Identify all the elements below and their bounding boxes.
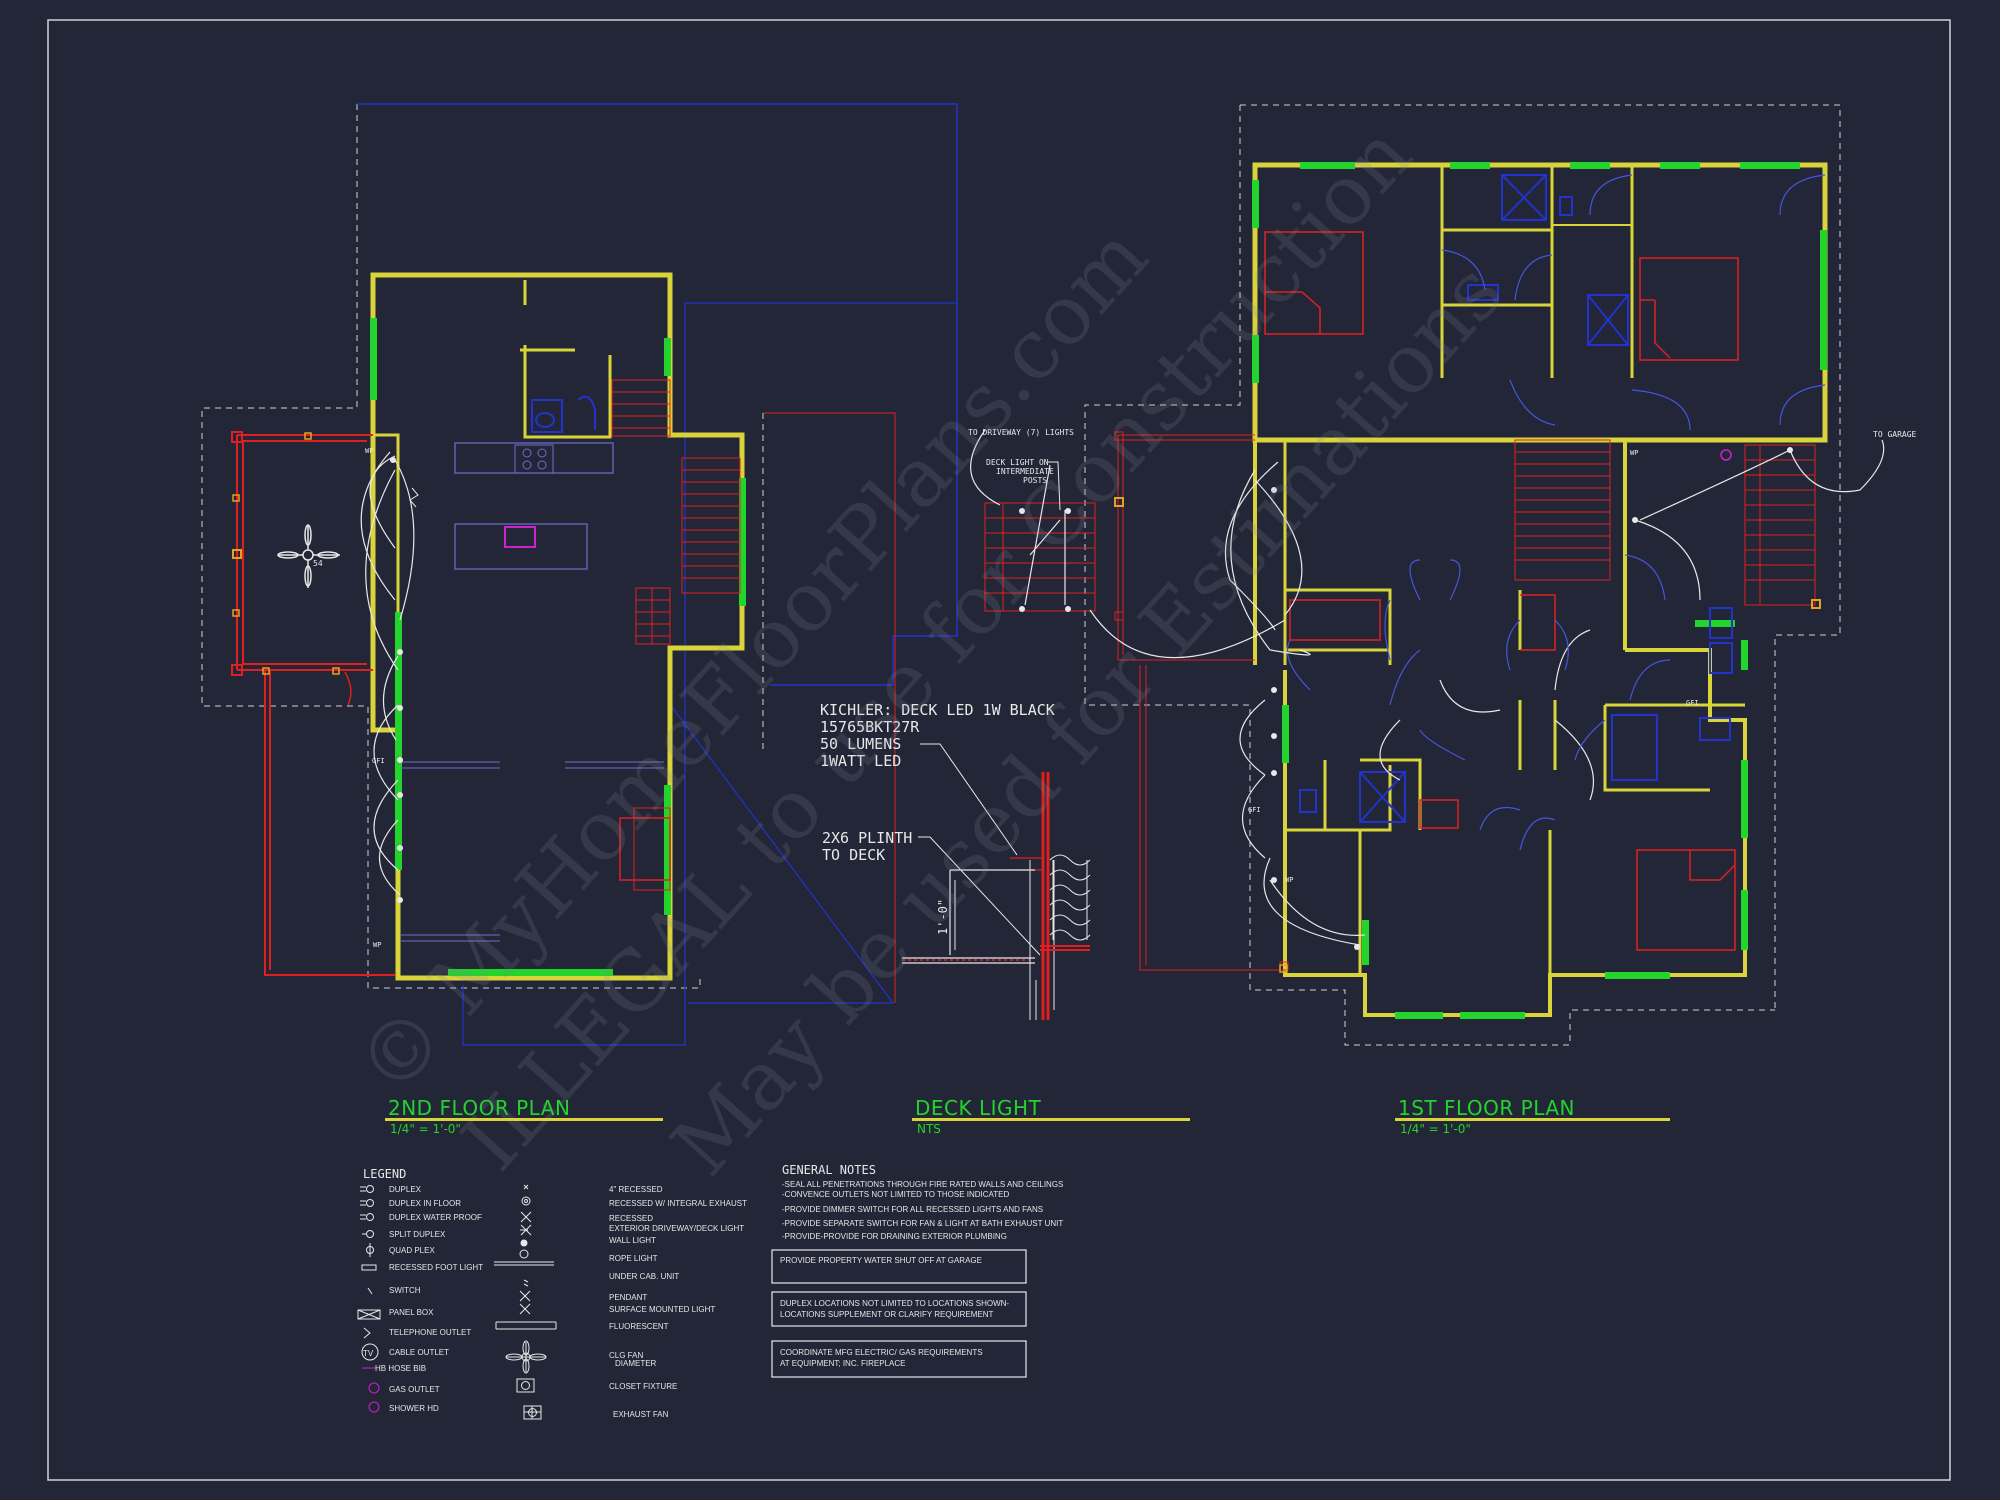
svg-text:May be used for Estimations: May be used for Estimations [654,245,1521,1193]
svg-text:1/4" = 1'-0": 1/4" = 1'-0" [1400,1122,1471,1136]
svg-text:WALL LIGHT: WALL LIGHT [609,1236,656,1245]
svg-text:POSTS: POSTS [1023,476,1047,485]
svg-text:ILLEGAL to use for Constructio: ILLEGAL to use for Construction [444,108,1430,1189]
svg-text:EXTERIOR DRIVEWAY/DECK LIGHT: EXTERIOR DRIVEWAY/DECK LIGHT [609,1224,744,1233]
svg-text:CLG FAN: CLG FAN [609,1351,643,1360]
svg-text:DECK LIGHT ON: DECK LIGHT ON [986,458,1049,467]
title-deck-light: DECK LIGHT NTS [912,1096,1190,1136]
svg-text:LOCATIONS SUPPLEMENT OR CLARIF: LOCATIONS SUPPLEMENT OR CLARIFY REQUIREM… [780,1310,993,1319]
plinth-callout: 2X6 PLINTH TO DECK [822,829,912,864]
svg-text:WP: WP [1285,876,1293,884]
svg-text:GENERAL NOTES: GENERAL NOTES [782,1163,876,1177]
svg-text:-PROVIDE-PROVIDE FOR DRAINING: -PROVIDE-PROVIDE FOR DRAINING EXTERIOR P… [782,1232,1007,1241]
svg-text:DUPLEX: DUPLEX [389,1185,422,1194]
svg-text:AT EQUIPMENT; INC. FIREPLACE: AT EQUIPMENT; INC. FIREPLACE [780,1359,906,1368]
svg-text:GFI: GFI [1686,699,1699,707]
svg-text:1ST FLOOR PLAN: 1ST FLOOR PLAN [1398,1096,1575,1120]
svg-text:GAS OUTLET: GAS OUTLET [389,1385,440,1394]
svg-text:1WATT LED: 1WATT LED [820,752,901,770]
svg-text:-PROVIDE SEPARATE SWITCH FOR F: -PROVIDE SEPARATE SWITCH FOR FAN & LIGHT… [782,1219,1063,1228]
svg-text:-PROVIDE DIMMER SWITCH FOR ALL: -PROVIDE DIMMER SWITCH FOR ALL RECESSED … [782,1205,1043,1214]
svg-text:DUPLEX IN FLOOR: DUPLEX IN FLOOR [389,1199,461,1208]
svg-text:1/4" = 1'-0": 1/4" = 1'-0" [390,1122,461,1136]
svg-text:KICHLER: DECK LED 1W BLACK: KICHLER: DECK LED 1W BLACK [820,701,1055,719]
svg-text:DECK LIGHT: DECK LIGHT [915,1096,1042,1120]
svg-text:RECESSED: RECESSED [609,1214,653,1223]
svg-text:50 LUMENS: 50 LUMENS [820,735,901,753]
svg-text:DUPLEX WATER PROOF: DUPLEX WATER PROOF [389,1213,482,1222]
first-floor-plan: WP GFI WP GFI TO DRIVEWAY (7) LIGHTS DEC… [968,104,1917,1046]
svg-text:4" RECESSED: 4" RECESSED [609,1185,663,1194]
svg-text:RECESSED FOOT LIGHT: RECESSED FOOT LIGHT [389,1263,483,1272]
deck-light-note: TO DRIVEWAY (7) LIGHTS DECK LIGHT ON INT… [968,428,1074,511]
svg-text:HB HOSE BIB: HB HOSE BIB [375,1364,426,1373]
svg-text:TELEPHONE OUTLET: TELEPHONE OUTLET [389,1328,471,1337]
svg-text:UNDER CAB. UNIT: UNDER CAB. UNIT [609,1272,679,1281]
svg-text:-CONVENCE OUTLETS NOT LIMITED: -CONVENCE OUTLETS NOT LIMITED TO THOSE I… [782,1190,1010,1199]
ceiling-fan-icon [277,524,340,588]
deck-light-detail: 1'-0" KICHLER: DECK LED 1W BLACK 15765BK… [820,701,1091,1020]
title-first-floor: 1ST FLOOR PLAN 1/4" = 1'-0" [1395,1096,1670,1136]
svg-text:FLUORESCENT: FLUORESCENT [609,1322,669,1331]
svg-text:SHOWER HD: SHOWER HD [389,1404,439,1413]
svg-text:COORDINATE MFG ELECTRIC/ GAS R: COORDINATE MFG ELECTRIC/ GAS REQUIREMENT… [780,1348,983,1357]
to-garage-note: TO GARAGE [1873,430,1917,439]
legend-symbols-col2 [494,1184,557,1420]
svg-text:PANEL BOX: PANEL BOX [389,1308,434,1317]
note-box-coordinate-mfg [771,1340,1027,1378]
legend-symbols-col1 [357,1185,381,1413]
svg-text:RECESSED W/ INTEGRAL EXHAUST: RECESSED W/ INTEGRAL EXHAUST [609,1199,747,1208]
legend: LEGEND TV DUPLEX DUPLEX IN FLOOR DUPLEX … [357,1167,747,1420]
svg-text:2ND FLOOR PLAN: 2ND FLOOR PLAN [388,1096,570,1120]
svg-text:ROPE LIGHT: ROPE LIGHT [609,1254,658,1263]
sheet-border [47,19,1951,1481]
svg-text:-SEAL ALL PENETRATIONS THROUGH: -SEAL ALL PENETRATIONS THROUGH FIRE RATE… [782,1180,1063,1189]
svg-text:PROVIDE PROPERTY WATER SHUT O: PROVIDE PROPERTY WATER SHUT OFF AT GARAG… [780,1256,982,1265]
legend-col2-labels: 4" RECESSED RECESSED W/ INTEGRAL EXHAUST… [609,1185,747,1419]
svg-text:TO DRIVEWAY (7) LIGHTS: TO DRIVEWAY (7) LIGHTS [968,428,1074,437]
svg-text:SWITCH: SWITCH [389,1286,421,1295]
svg-text:QUAD PLEX: QUAD PLEX [389,1246,435,1255]
svg-text:GFI: GFI [1248,806,1261,814]
kichler-callout: KICHLER: DECK LED 1W BLACK 15765BKT27R 5… [820,701,1055,770]
svg-text:CABLE OUTLET: CABLE OUTLET [389,1348,449,1357]
svg-text:NTS: NTS [917,1122,941,1136]
note-box-duplex-locations [771,1291,1027,1327]
svg-text:PENDANT: PENDANT [609,1293,647,1302]
svg-text:WP: WP [373,941,381,949]
svg-text:INTERMEDIATE: INTERMEDIATE [996,467,1054,476]
svg-text:TO DECK: TO DECK [822,846,885,864]
fan-size-tag: 54 [313,559,323,568]
svg-text:LEGEND: LEGEND [363,1167,406,1181]
svg-text:15765BKT27R: 15765BKT27R [820,718,920,736]
svg-text:TV: TV [363,1349,374,1358]
title-second-floor: 2ND FLOOR PLAN 1/4" = 1'-0" [385,1096,663,1136]
svg-text:EXHAUST FAN: EXHAUST FAN [613,1410,669,1419]
svg-text:SURFACE MOUNTED LIGHT: SURFACE MOUNTED LIGHT [609,1305,715,1314]
svg-text:DIAMETER: DIAMETER [615,1359,657,1368]
svg-text:WP: WP [365,447,373,455]
svg-text:CLOSET FIXTURE: CLOSET FIXTURE [609,1382,677,1391]
second-floor-plan: 54 WP GFI WP [201,103,958,1046]
legend-col1-labels: DUPLEX DUPLEX IN FLOOR DUPLEX WATER PROO… [375,1185,483,1413]
svg-text:WP: WP [1630,449,1638,457]
svg-text:GFI: GFI [372,757,385,765]
svg-text:DUPLEX LOCATIONS NOT LIMITED T: DUPLEX LOCATIONS NOT LIMITED TO LOCATION… [780,1299,1009,1308]
svg-text:SPLIT DUPLEX: SPLIT DUPLEX [389,1230,446,1239]
svg-text:2X6 PLINTH: 2X6 PLINTH [822,829,912,847]
note-box-water-shutoff [771,1249,1027,1284]
general-notes: GENERAL NOTES -SEAL ALL PENETRATIONS THR… [771,1163,1063,1378]
dimension-1ft: 1'-0" [936,899,950,935]
